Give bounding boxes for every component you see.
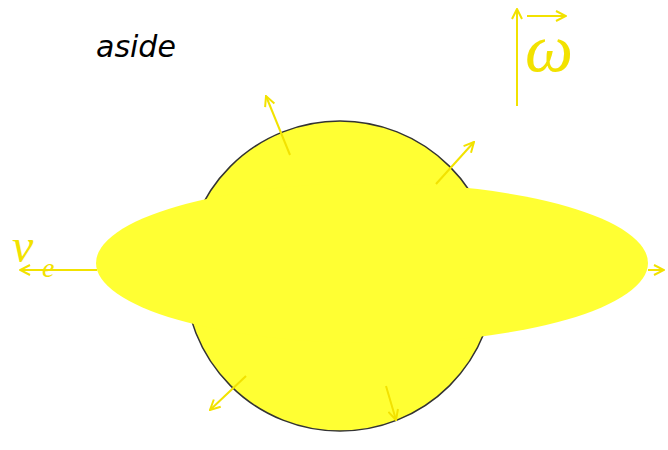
emission-arrows — [20, 9, 664, 420]
angular-velocity-symbol: ω — [525, 14, 573, 82]
note-label: aside — [96, 32, 176, 62]
neutrino-subscript: e — [42, 254, 54, 282]
neutrino-symbol: ν — [12, 222, 33, 270]
oblate-disk — [96, 183, 648, 343]
